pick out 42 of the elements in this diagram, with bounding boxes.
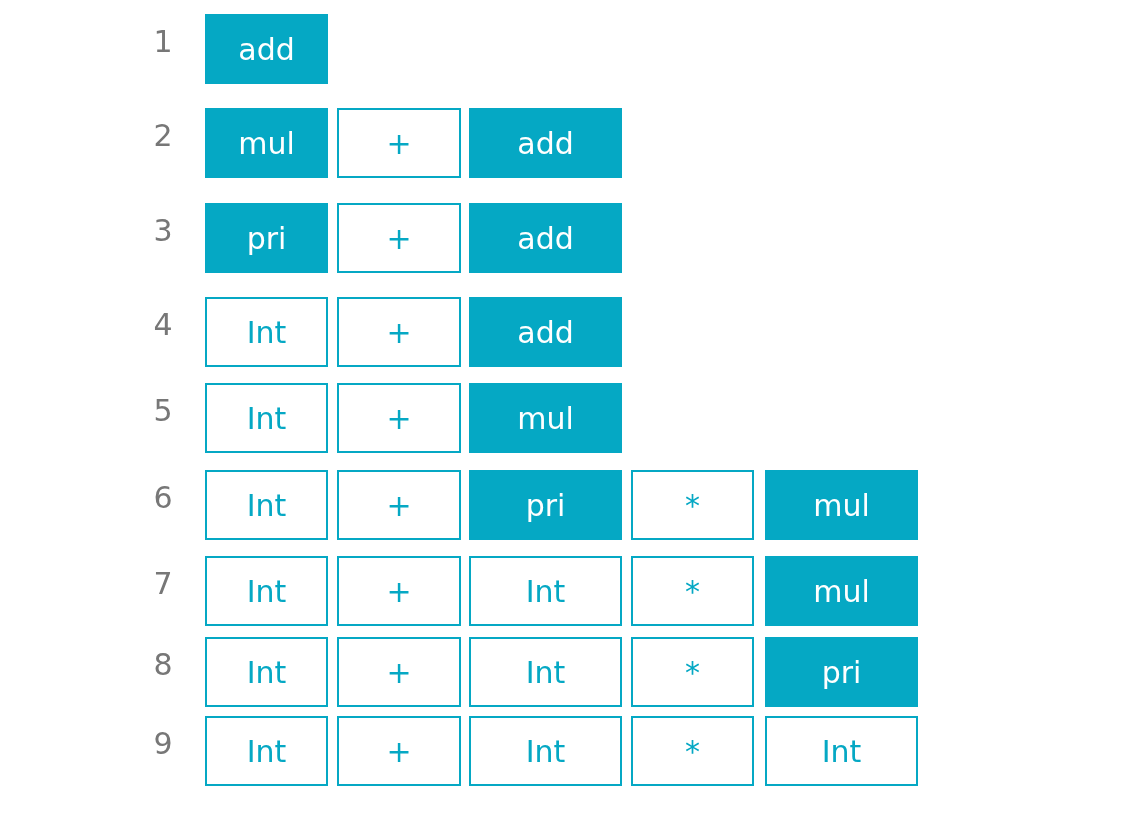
row-number: 8 bbox=[152, 647, 174, 682]
symbol-box: pri bbox=[765, 637, 918, 707]
symbol-box: Int bbox=[469, 716, 622, 786]
symbol-box: pri bbox=[205, 203, 328, 273]
symbol-box: add bbox=[205, 14, 328, 84]
symbol-box: pri bbox=[469, 470, 622, 540]
symbol-box: + bbox=[337, 383, 461, 453]
symbol-box: Int bbox=[765, 716, 918, 786]
row-number: 6 bbox=[152, 480, 174, 515]
symbol-box: mul bbox=[765, 556, 918, 626]
row-number: 5 bbox=[152, 393, 174, 428]
row-number: 2 bbox=[152, 118, 174, 153]
symbol-box: + bbox=[337, 716, 461, 786]
symbol-box: Int bbox=[205, 556, 328, 626]
symbol-box: + bbox=[337, 297, 461, 367]
symbol-box: add bbox=[469, 297, 622, 367]
symbol-box: * bbox=[631, 556, 754, 626]
symbol-box: Int bbox=[205, 297, 328, 367]
row-number: 4 bbox=[152, 307, 174, 342]
symbol-box: Int bbox=[469, 556, 622, 626]
row-number: 3 bbox=[152, 213, 174, 248]
symbol-box: Int bbox=[205, 637, 328, 707]
symbol-box: + bbox=[337, 470, 461, 540]
symbol-box: Int bbox=[205, 470, 328, 540]
symbol-box: mul bbox=[469, 383, 622, 453]
symbol-box: mul bbox=[205, 108, 328, 178]
symbol-box: * bbox=[631, 470, 754, 540]
row-number: 7 bbox=[152, 566, 174, 601]
symbol-box: + bbox=[337, 556, 461, 626]
row-number: 9 bbox=[152, 726, 174, 761]
symbol-box: mul bbox=[765, 470, 918, 540]
symbol-box: + bbox=[337, 637, 461, 707]
symbol-box: Int bbox=[205, 716, 328, 786]
symbol-box: Int bbox=[205, 383, 328, 453]
symbol-box: + bbox=[337, 203, 461, 273]
symbol-box: add bbox=[469, 108, 622, 178]
symbol-box: * bbox=[631, 637, 754, 707]
symbol-box: * bbox=[631, 716, 754, 786]
row-number: 1 bbox=[152, 24, 174, 59]
symbol-box: Int bbox=[469, 637, 622, 707]
symbol-box: add bbox=[469, 203, 622, 273]
symbol-box: + bbox=[337, 108, 461, 178]
